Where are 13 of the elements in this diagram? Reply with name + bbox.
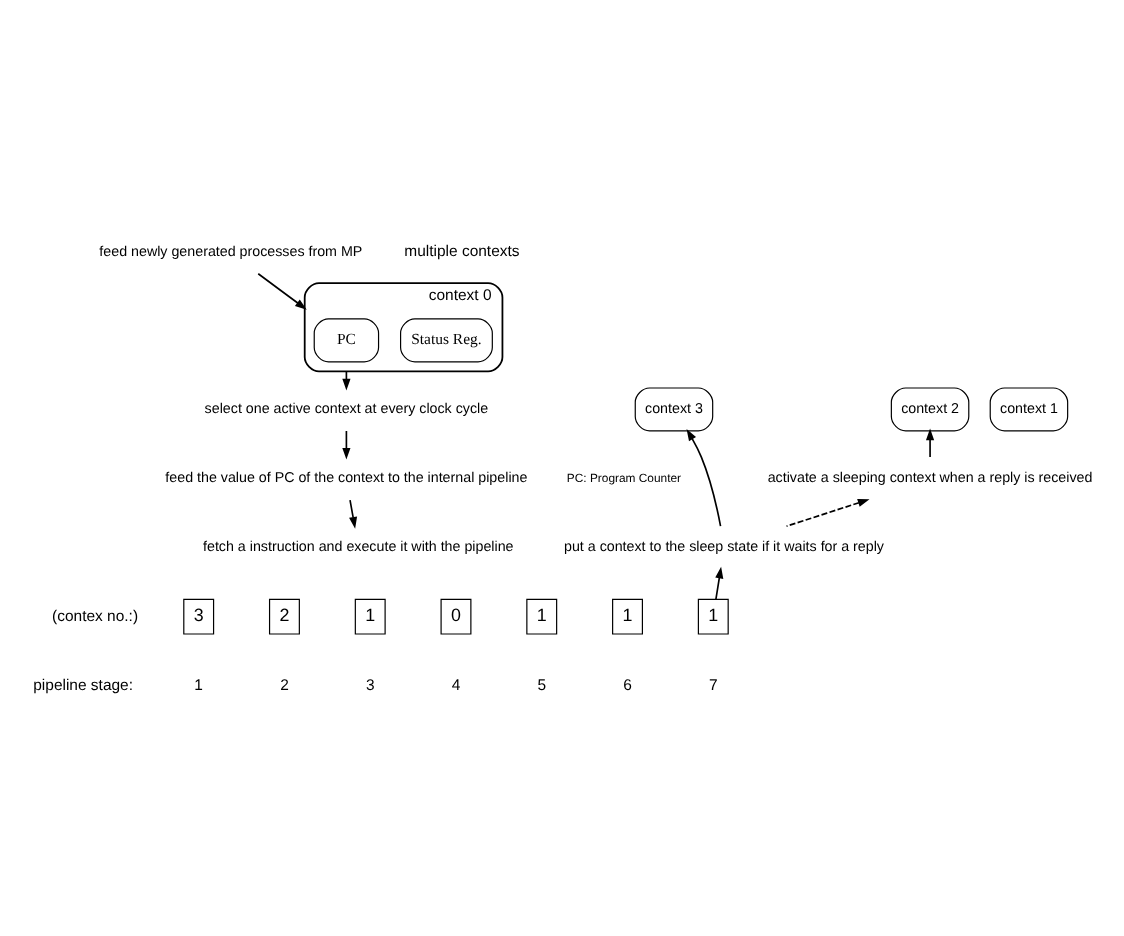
arrow [785,498,870,526]
node-box: 1 [697,597,729,634]
arrow [686,428,722,526]
node-box: 1 [612,597,643,634]
arrow [926,427,935,457]
node-box: 0 [440,597,472,634]
node-box: 1 [354,597,386,634]
node-box: 2 [268,597,300,634]
arrow [257,271,307,309]
arrow [349,498,358,528]
node-box: 1 [526,597,558,634]
arrow [715,565,724,600]
node-box: 3 [183,597,215,634]
